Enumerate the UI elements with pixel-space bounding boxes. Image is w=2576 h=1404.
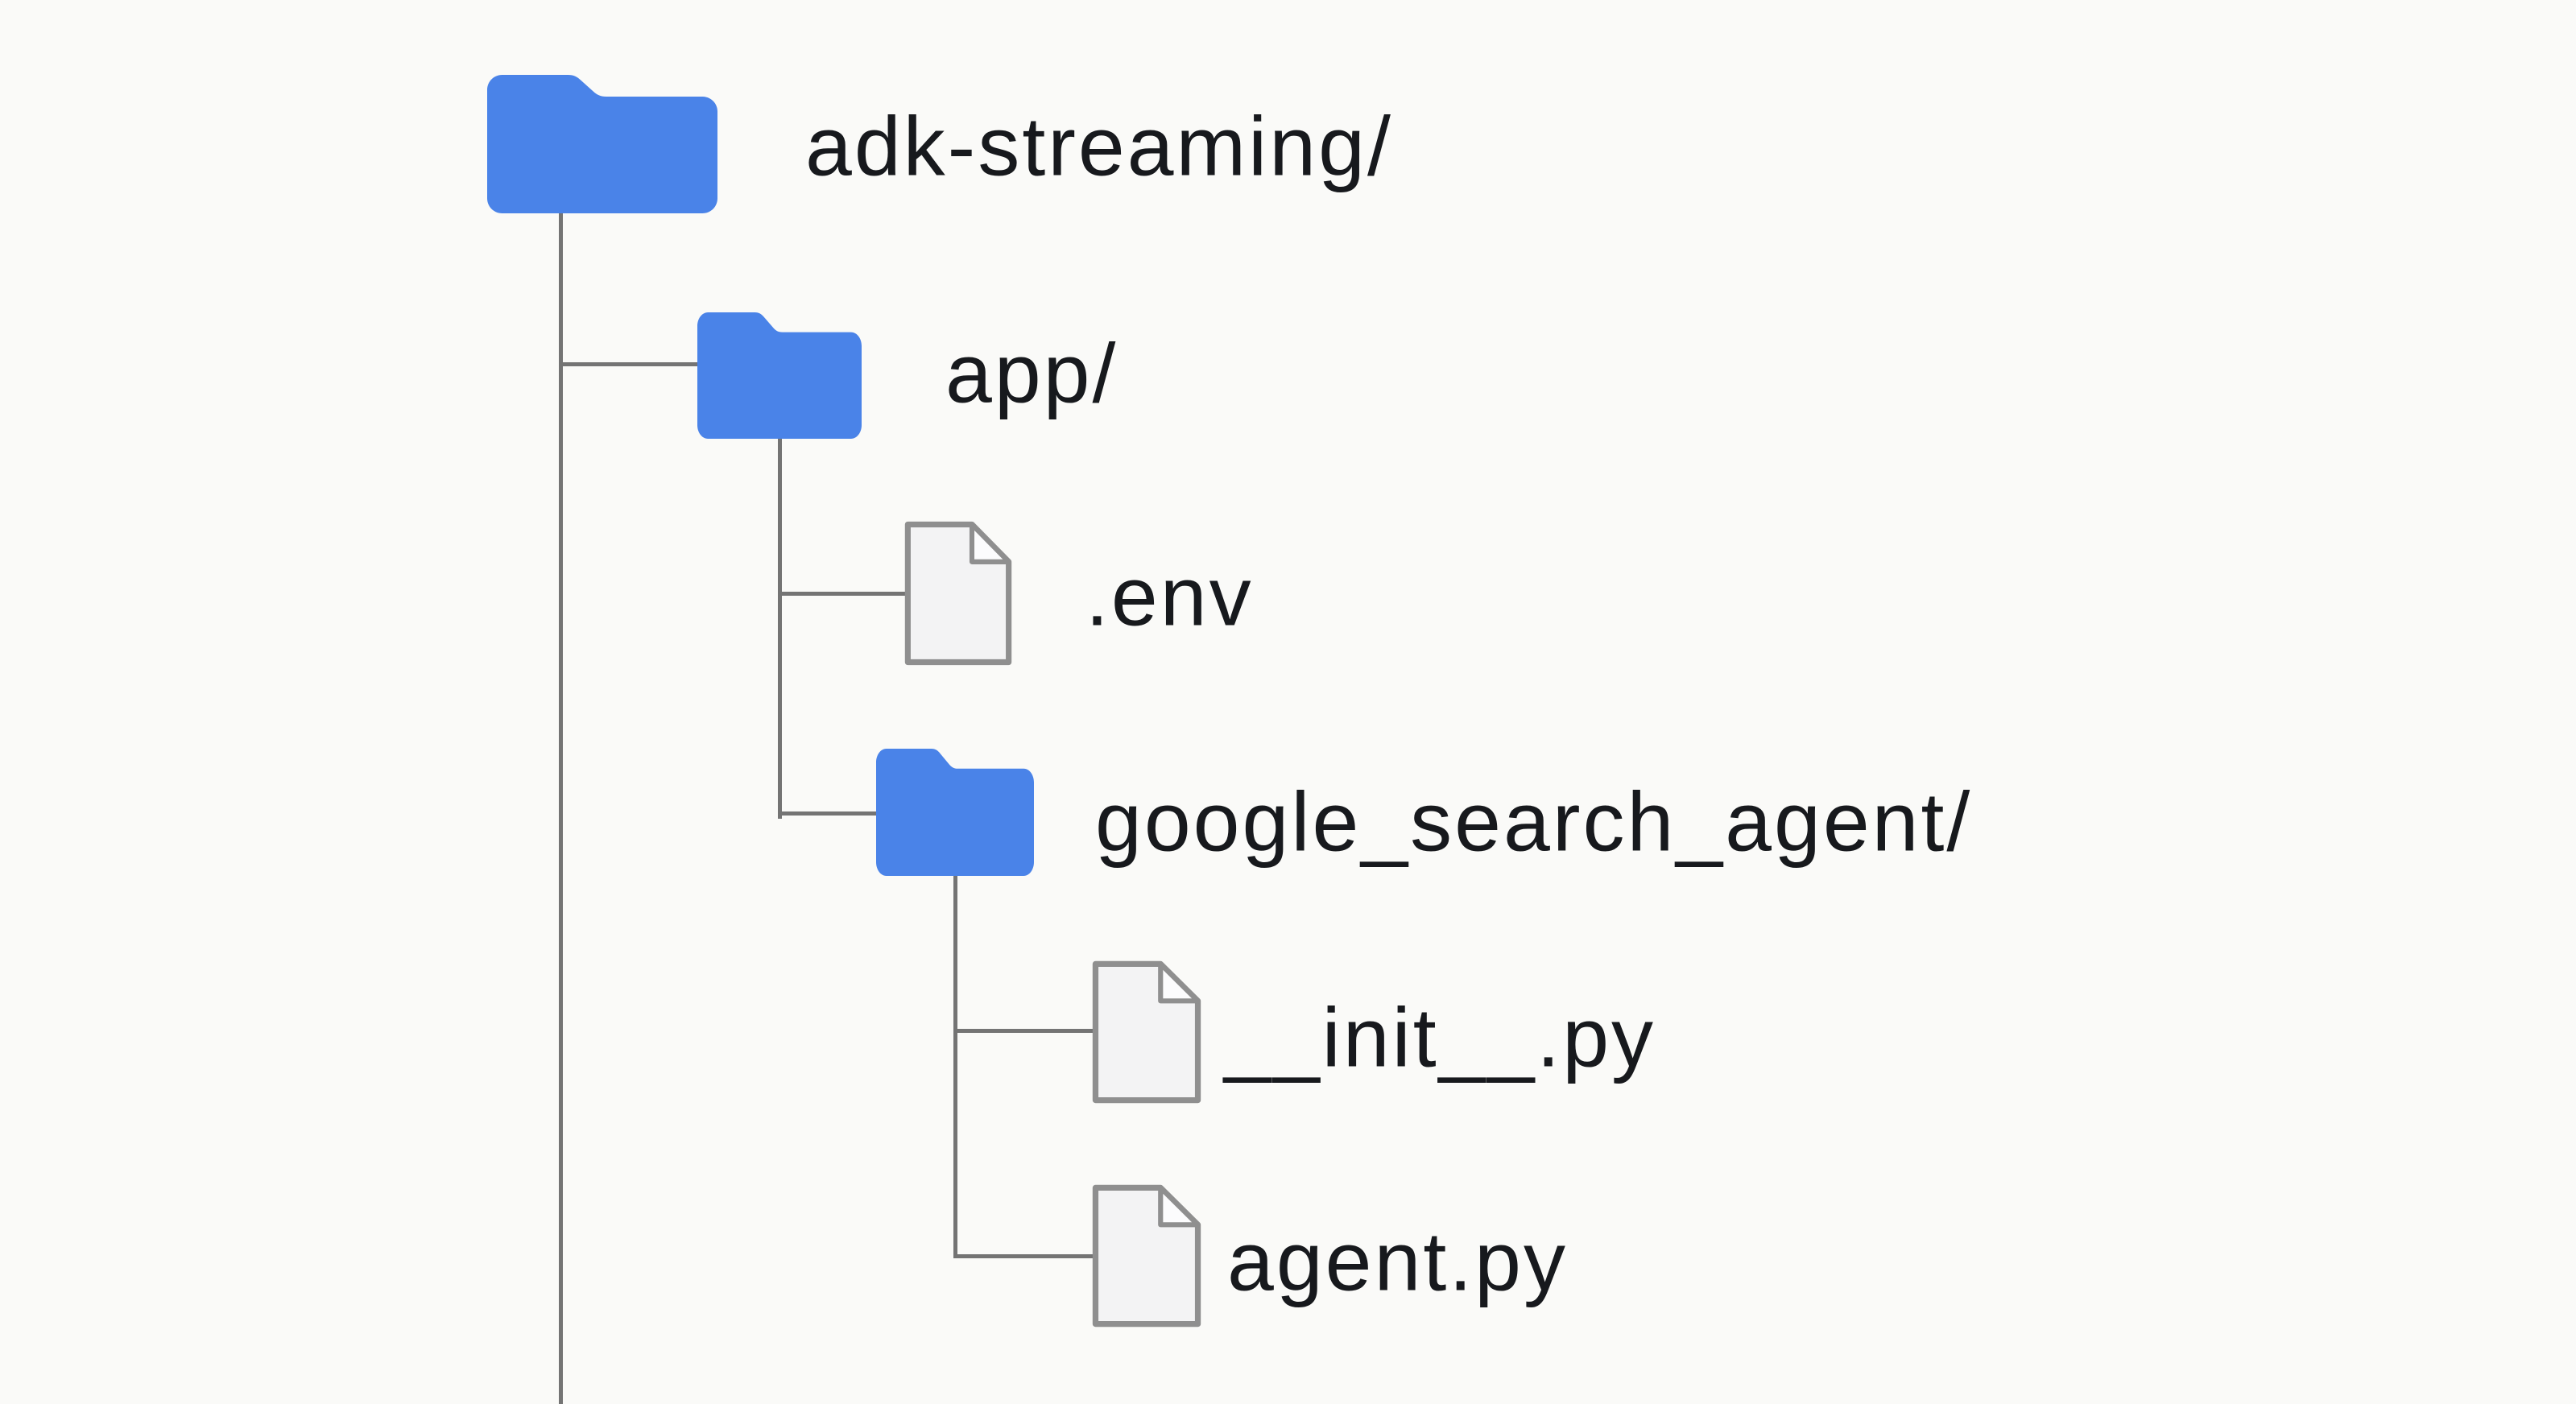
tree-node-label: agent.py [1227, 1215, 1568, 1309]
folder-icon [876, 749, 1034, 876]
tree-node-label: app/ [945, 327, 1118, 421]
tree-connector-branch-init [953, 1029, 1097, 1033]
tree-connector-branch-gsa [778, 811, 878, 816]
tree-connector-root-trunk [559, 211, 563, 1404]
tree-connector-branch-app [559, 362, 699, 366]
tree-connector-gsa-trunk [953, 872, 957, 1258]
tree-node-label: google_search_agent/ [1095, 775, 1973, 869]
file-icon [1092, 960, 1201, 1104]
tree-connector-app-trunk [778, 436, 782, 819]
tree-connector-branch-env [778, 592, 910, 596]
tree-connector-branch-agent [953, 1254, 1097, 1258]
file-icon [904, 521, 1012, 666]
file-icon [1092, 1184, 1201, 1328]
folder-icon [697, 312, 862, 439]
tree-node-label: .env [1085, 550, 1254, 644]
tree-node-label: __init__.py [1224, 991, 1656, 1085]
tree-node-label: adk-streaming/ [805, 100, 1393, 194]
folder-icon [487, 75, 717, 213]
